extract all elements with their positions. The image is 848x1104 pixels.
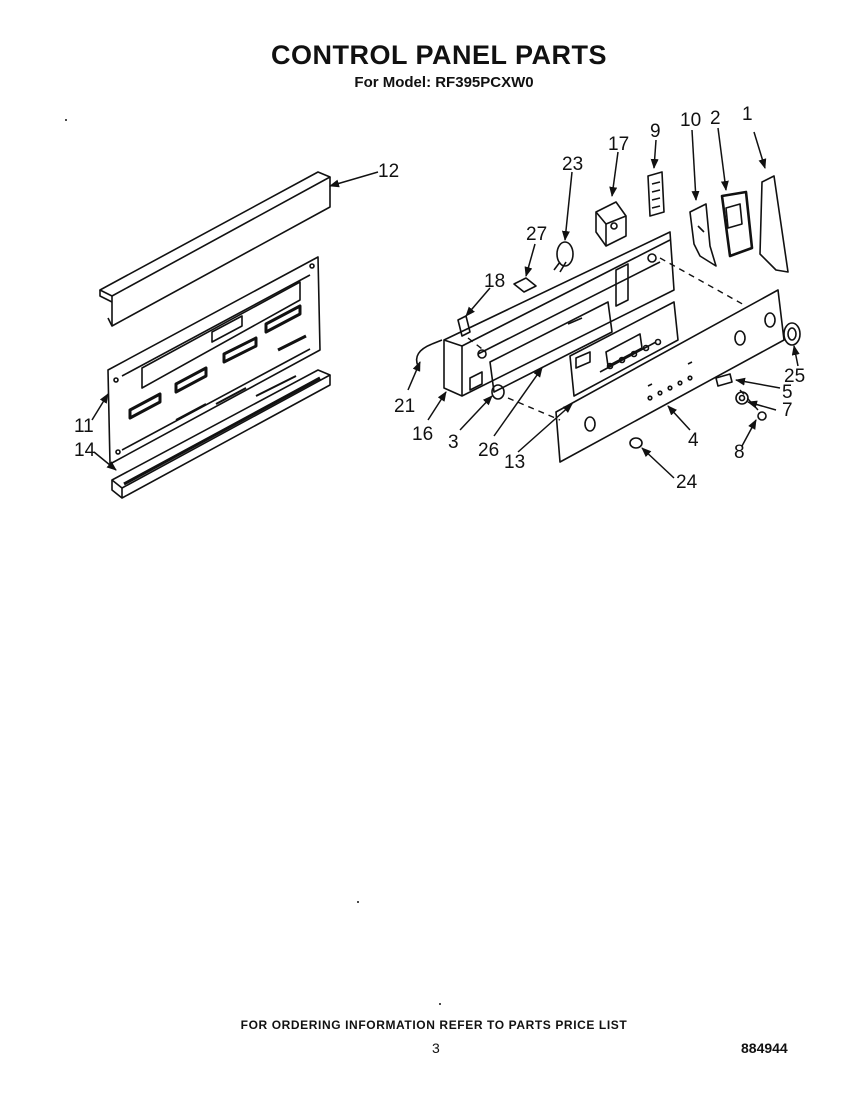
callout-17: 17 xyxy=(608,134,629,155)
part-4-front-panel xyxy=(555,289,785,463)
part-9-switch xyxy=(647,171,665,217)
part-21-bracket xyxy=(415,339,443,367)
part-24-knob xyxy=(629,437,643,449)
part-8-screw xyxy=(757,411,767,421)
part-13-display-board xyxy=(569,301,679,397)
part-27-clip xyxy=(513,277,537,293)
callout-26: 26 xyxy=(478,440,499,461)
callout-24: 24 xyxy=(676,472,698,493)
leader-arrows xyxy=(91,127,800,479)
part-10-bracket xyxy=(689,203,717,267)
page-number: 3 xyxy=(432,1040,440,1056)
ordering-note: FOR ORDERING INFORMATION REFER TO PARTS … xyxy=(240,1018,628,1032)
part-12-top-trim xyxy=(99,171,331,327)
callout-21: 21 xyxy=(394,396,415,417)
callout-2: 2 xyxy=(710,108,721,129)
callout-1: 1 xyxy=(742,104,753,125)
callout-14: 14 xyxy=(74,440,96,461)
model-subtitle: For Model: RF395PCXW0 xyxy=(354,74,534,91)
part-5-shaft xyxy=(715,373,733,387)
part-17-timer xyxy=(595,201,627,247)
callout-10: 10 xyxy=(680,110,701,131)
callout-23: 23 xyxy=(562,154,583,175)
callout-25: 25 xyxy=(784,366,805,387)
callout-16: 16 xyxy=(412,424,433,445)
callout-13: 13 xyxy=(504,452,525,473)
print-specks xyxy=(65,119,441,1005)
part-11-back-panel xyxy=(107,256,321,465)
callout-5: 5 xyxy=(782,382,793,403)
part-16-console-housing xyxy=(443,231,675,397)
callout-3: 3 xyxy=(448,432,459,453)
callout-9: 9 xyxy=(650,121,661,142)
document-number: 884944 xyxy=(741,1040,788,1056)
part-2-switch-assembly xyxy=(720,190,754,258)
callout-18: 18 xyxy=(484,271,505,292)
part-3-knob xyxy=(491,384,505,400)
callout-11: 11 xyxy=(74,416,94,437)
part-7-knob xyxy=(735,391,749,405)
callout-8: 8 xyxy=(734,442,745,463)
callout-4: 4 xyxy=(688,430,699,451)
assembly-lines xyxy=(467,257,759,421)
part-25-end-knob xyxy=(783,322,801,346)
part-18-clip xyxy=(457,315,471,337)
callout-7: 7 xyxy=(782,400,793,421)
part-1-end-cap xyxy=(759,175,789,273)
part-14-bottom-trim xyxy=(111,369,331,499)
callout-12: 12 xyxy=(378,161,399,182)
page-title: CONTROL PANEL PARTS xyxy=(270,40,608,70)
part-23-sensor xyxy=(553,241,574,273)
callout-27: 27 xyxy=(526,224,547,245)
